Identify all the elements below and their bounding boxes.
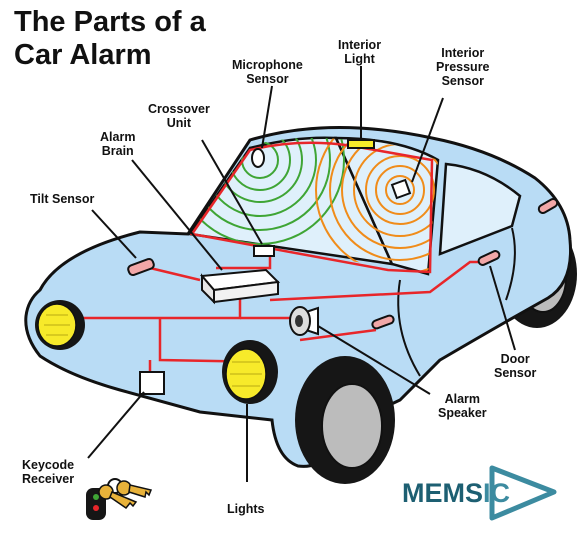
- label-interior-light: Interior Light: [338, 38, 382, 66]
- memsic-logo: MEMSIC: [402, 478, 510, 508]
- door-seam: [397, 279, 421, 377]
- door-handle-rear: [537, 198, 559, 214]
- headlight-right: [222, 340, 278, 404]
- logo-text-main: MEMS: [402, 478, 483, 508]
- side-window: [334, 136, 440, 276]
- label-microphone-sensor: Microphone Sensor: [232, 58, 303, 86]
- keys-icon: [98, 478, 153, 510]
- rear-window: [438, 162, 522, 256]
- title-line-1: The Parts of a: [14, 6, 206, 38]
- logo-triangle-icon: [489, 465, 557, 521]
- logo-text-accent: IC: [483, 478, 510, 508]
- pressure-sensor-device: [390, 178, 412, 200]
- tilt-sensor-device: [127, 257, 155, 277]
- diagram-title: The Parts of a Car Alarm: [14, 6, 206, 72]
- label-interior-pressure-sensor: Interior Pressure Sensor: [436, 46, 490, 88]
- door-handle-front: [371, 314, 395, 330]
- door-sensor-device: [477, 250, 501, 266]
- label-alarm-brain: Alarm Brain: [100, 130, 136, 158]
- alarm-brain-box: [199, 268, 281, 305]
- leader-lines: [87, 66, 516, 482]
- front-wheel: [295, 356, 395, 484]
- title-line-2: Car Alarm: [14, 39, 152, 71]
- headlight-left: [35, 300, 85, 350]
- label-alarm-speaker: Alarm Speaker: [438, 392, 487, 420]
- alarm-speaker-device: [289, 306, 319, 336]
- door-rear-seam: [505, 227, 516, 301]
- interior-light-device: [347, 139, 375, 149]
- label-door-sensor: Door Sensor: [494, 352, 537, 380]
- label-crossover-unit: Crossover Unit: [148, 102, 210, 130]
- microphone-device: [251, 148, 265, 168]
- keycode-receiver-box: [139, 371, 165, 395]
- crossover-unit-box: [253, 245, 275, 257]
- label-lights: Lights: [227, 502, 265, 516]
- label-tilt-sensor: Tilt Sensor: [30, 192, 95, 206]
- label-keycode-receiver: Keycode Receiver: [22, 458, 75, 486]
